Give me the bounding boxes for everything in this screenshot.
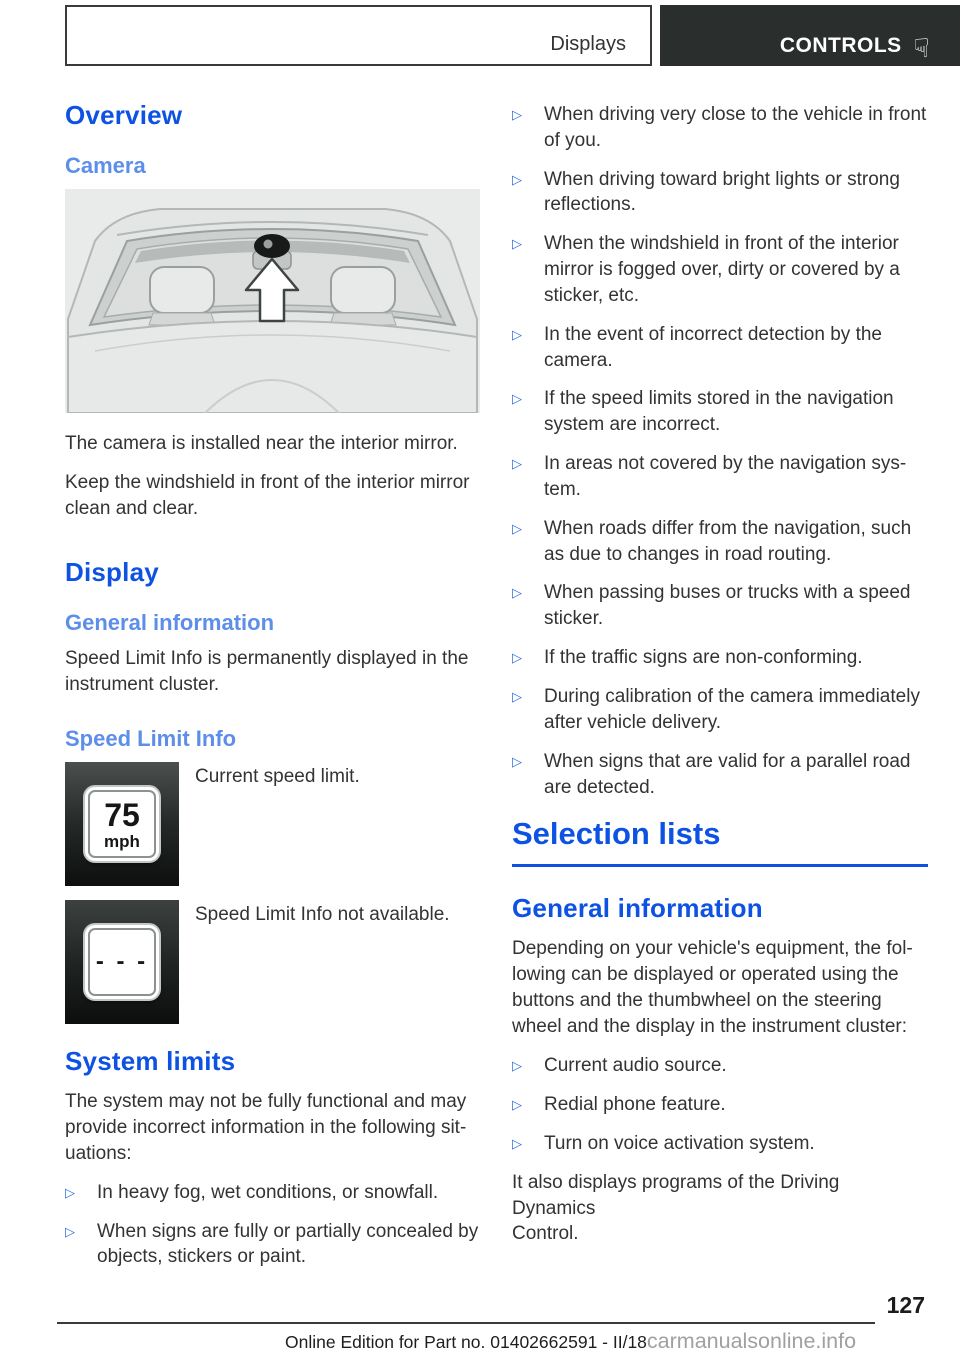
windshield-camera-illustration: [65, 189, 480, 413]
list-item: ▷ If the traffic signs are non-conformin…: [512, 645, 928, 671]
bullet-triangle-icon: ▷: [512, 1057, 522, 1073]
selection-lists-heading: Selection lists: [512, 816, 928, 868]
general-information-heading-right: General information: [512, 893, 763, 924]
windshield-note: Keep the windshield in front of the inte…: [65, 471, 470, 519]
camera-pointer-arrow: [244, 257, 300, 323]
list-item: ▷ When signs are fully or partially conc…: [65, 1219, 480, 1271]
footer-text-row: Online Edition for Part no. 01402662591 …: [0, 1329, 960, 1354]
speed-limit-na-sign: - - -: [85, 925, 159, 1000]
list-item: ▷ When roads differ from the navigation,…: [512, 516, 928, 568]
bullet-triangle-icon: ▷: [512, 1135, 522, 1151]
bullet-text: Turn on voice activation system.: [544, 1132, 815, 1154]
list-item: ▷ When signs that are valid for a parall…: [512, 749, 928, 801]
hand-pointing-down-icon: ☟: [913, 33, 930, 63]
overview-heading: Overview: [65, 100, 183, 130]
bullet-triangle-icon: ▷: [512, 753, 522, 769]
bullet-text: When signs that are valid for a parallel…: [544, 750, 911, 798]
bullet-triangle-icon: ▷: [65, 1184, 75, 1200]
camera-location-figure: [65, 189, 480, 413]
bullet-text: Current audio source.: [544, 1054, 727, 1076]
tab-controls-label: CONTROLS: [779, 34, 902, 57]
list-item: ▷ Turn on voice activation system.: [512, 1131, 928, 1157]
page-number: 127: [886, 1292, 925, 1318]
page-footer: 127 Online Edition for Part no. 01402662…: [0, 1292, 960, 1354]
bullet-text: Redial phone feature.: [544, 1093, 726, 1115]
bullet-text: In heavy fog, wet conditions, or snowfal…: [97, 1181, 439, 1203]
list-item: ▷ During calibration of the camera immed…: [512, 684, 928, 736]
system-limits-intro: The system may not be fully functional a…: [65, 1091, 467, 1164]
edition-note: Online Edition for Part no. 01402662591 …: [285, 1332, 647, 1352]
footer-divider: [57, 1322, 875, 1324]
speed-limit-current-row: 75 mph Current speed limit.: [65, 762, 480, 887]
list-item: ▷ When driving toward bright lights or s…: [512, 167, 928, 219]
list-item: ▷ When driving very close to the vehicle…: [512, 102, 928, 154]
page-header: Displays CONTROLS ☟: [65, 5, 960, 66]
general-information-text-right: Depending on your vehicle's equipment, t…: [512, 938, 913, 1037]
list-item: ▷ In heavy fog, wet conditions, or snowf…: [65, 1180, 480, 1206]
bullet-text: When passing buses or trucks with a spee…: [544, 582, 911, 630]
bullet-text: When signs are fully or partially concea…: [97, 1220, 479, 1268]
right-column: ▷ When driving very close to the vehicle…: [512, 66, 928, 1283]
speed-limit-na-tile: - - -: [65, 900, 179, 1025]
camera-note: The camera is installed near the interio…: [65, 433, 458, 454]
bullet-text: When roads differ from the navigation, s…: [544, 517, 912, 565]
speed-limit-na-value: - - -: [95, 948, 149, 976]
bullet-text: If the traffic signs are non-conforming.: [544, 647, 863, 669]
speed-limit-unavailable-caption: Speed Limit Info not available.: [195, 904, 450, 926]
bullet-text: When the windshield in front of the inte…: [544, 233, 900, 306]
bullet-triangle-icon: ▷: [512, 326, 522, 342]
bullet-text: In the event of incorrect detection by t…: [544, 323, 882, 371]
tab-displays-label: Displays: [550, 33, 626, 55]
bullet-text: When driving toward bright lights or str…: [544, 168, 900, 216]
system-limits-heading: System limits: [65, 1046, 236, 1077]
bullet-triangle-icon: ▷: [65, 1223, 75, 1239]
list-item: ▷ If the speed limits stored in the navi…: [512, 386, 928, 438]
list-item: ▷ In areas not covered by the navigation…: [512, 451, 928, 503]
bullet-triangle-icon: ▷: [512, 520, 522, 536]
bullet-triangle-icon: ▷: [512, 585, 522, 601]
bullet-triangle-icon: ▷: [512, 391, 522, 407]
speed-limit-info-heading: Speed Limit Info: [65, 726, 237, 752]
bullet-triangle-icon: ▷: [512, 236, 522, 252]
bullet-triangle-icon: ▷: [512, 689, 522, 705]
display-heading: Display: [65, 557, 159, 588]
left-column: Overview Camera: [65, 66, 480, 1283]
driving-dynamics-note: It also displays programs of the Driving…: [512, 1171, 840, 1245]
bullet-triangle-icon: ▷: [512, 456, 522, 472]
bullet-text: If the speed limits stored in the naviga…: [544, 388, 894, 436]
bullet-triangle-icon: ▷: [512, 650, 522, 666]
speed-limit-sign-tile: 75 mph: [65, 762, 179, 887]
bullet-text: When driving very close to the vehicle i…: [544, 104, 927, 151]
speed-limit-current-caption: Current speed limit.: [195, 766, 360, 788]
speed-limit-75-sign: 75 mph: [85, 787, 159, 862]
bullet-text: During calibration of the camera immedia…: [544, 686, 920, 733]
list-item: ▷ When the windshield in front of the in…: [512, 231, 928, 308]
content-columns: Overview Camera: [0, 66, 960, 1283]
watermark-text: carmanualsonline.info: [646, 1329, 857, 1353]
general-information-text-left: Speed Limit Info is permanently displaye…: [65, 648, 469, 696]
camera-heading: Camera: [65, 153, 146, 178]
list-item: ▷ Current audio source.: [512, 1053, 928, 1079]
bullet-triangle-icon: ▷: [512, 1096, 522, 1112]
speed-limit-unavailable-row: - - - Speed Limit Info not available.: [65, 900, 480, 1025]
list-item: ▷ When passing buses or trucks with a sp…: [512, 580, 928, 632]
tab-displays: Displays: [65, 5, 652, 66]
bullet-triangle-icon: ▷: [512, 107, 522, 122]
general-information-heading-left: General information: [65, 610, 275, 636]
list-item: ▷ In the event of incorrect detection by…: [512, 322, 928, 374]
tab-controls: CONTROLS ☟: [660, 5, 960, 66]
bullet-text: In areas not covered by the navigation s…: [544, 453, 907, 500]
list-item: ▷ Redial phone feature.: [512, 1092, 928, 1118]
speed-limit-value: 75: [104, 796, 140, 833]
bullet-triangle-icon: ▷: [512, 171, 522, 187]
speed-limit-unit: mph: [104, 831, 140, 851]
